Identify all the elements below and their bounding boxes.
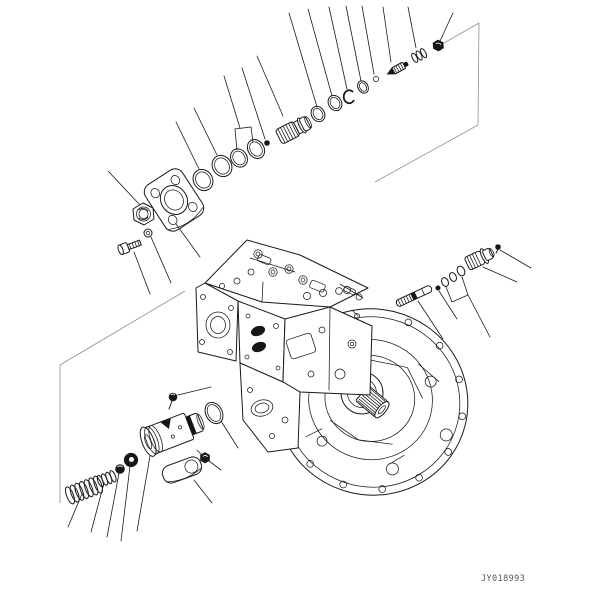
hex-bolt xyxy=(117,239,142,256)
lock-nut xyxy=(432,39,444,52)
o-ring-2 xyxy=(211,154,233,178)
flange-plate xyxy=(143,168,205,232)
o-ring-5 xyxy=(310,105,326,123)
flange-plate-group xyxy=(117,116,313,256)
o-ring-4 xyxy=(246,139,266,159)
retainer-ring xyxy=(373,76,379,82)
o-ring-8 xyxy=(441,277,449,287)
threaded-plug-large xyxy=(275,116,313,144)
drawing-boundary-frame xyxy=(59,22,480,503)
valve-piston xyxy=(115,464,125,474)
servo-linkage xyxy=(339,283,364,319)
needle-valve xyxy=(386,61,409,75)
deck-bosses xyxy=(219,249,343,300)
top-valve-chain xyxy=(310,39,444,123)
drawing-number: JY018993 xyxy=(481,574,525,584)
pump-main-body xyxy=(195,239,373,453)
threaded-plug-small xyxy=(464,247,495,271)
o-ring-9 xyxy=(449,272,457,282)
snap-ring xyxy=(342,89,355,105)
lock-nut-small xyxy=(200,452,210,464)
ring-nut xyxy=(123,452,139,468)
o-ring-6 xyxy=(327,94,343,112)
washer xyxy=(143,228,153,238)
spring-large xyxy=(64,475,104,505)
o-ring-10 xyxy=(456,265,466,277)
relief-valve-cartridge xyxy=(139,412,205,457)
steel-ball xyxy=(264,140,270,146)
leader-lines xyxy=(67,5,532,542)
o-ring-7 xyxy=(357,80,369,94)
o-ring-1 xyxy=(192,168,214,192)
valve-spring xyxy=(411,48,428,63)
valve-o-ring xyxy=(204,401,224,425)
pin xyxy=(435,285,441,291)
link-plate xyxy=(161,456,203,484)
relief-valve-group xyxy=(64,392,224,505)
set-screw xyxy=(495,244,501,254)
right-valve-group xyxy=(395,244,501,307)
cap-bolt xyxy=(168,392,178,410)
o-ring-3 xyxy=(230,148,248,168)
control-rod xyxy=(395,285,433,307)
spring-small xyxy=(96,470,117,488)
hex-nut xyxy=(132,202,155,226)
